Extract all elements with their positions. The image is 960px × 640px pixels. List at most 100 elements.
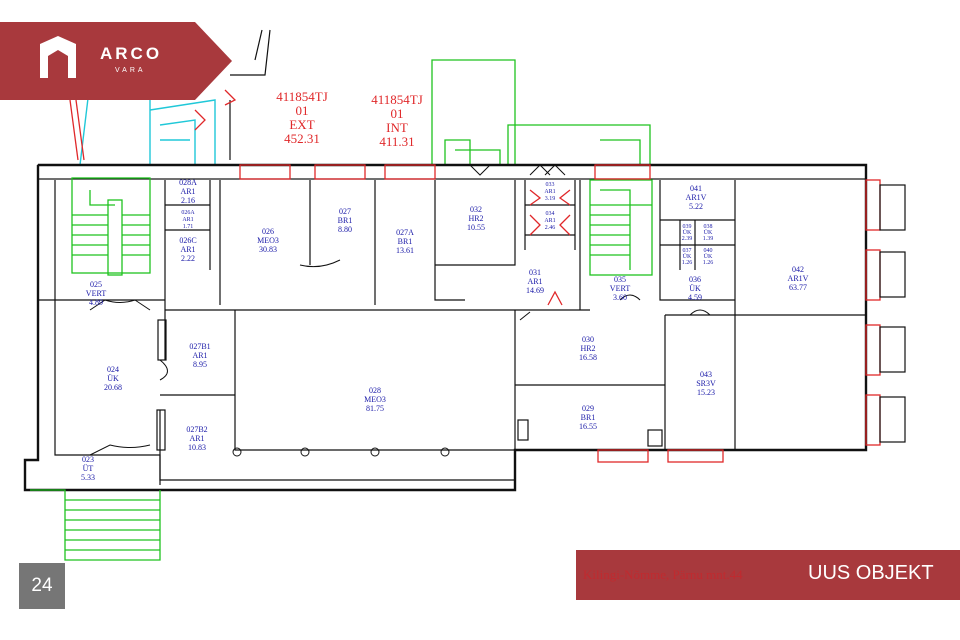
footer-bar xyxy=(576,550,960,600)
room-type: ÜK xyxy=(683,253,692,260)
room-area: 5.33 xyxy=(81,473,95,482)
room-type: ÜK xyxy=(704,229,713,236)
room-id: 028A xyxy=(179,178,197,187)
room-area: 16.55 xyxy=(579,422,597,431)
room-id: 024 xyxy=(107,365,119,374)
room-id: 031 xyxy=(529,268,541,277)
room-type: HR2 xyxy=(468,214,483,223)
room-area: 2.46 xyxy=(545,225,556,231)
brand-logo-banner xyxy=(0,22,232,100)
room-type: ÜK xyxy=(107,374,119,383)
room-type: MEO3 xyxy=(257,236,279,245)
room-id: 027B1 xyxy=(189,342,210,351)
room-area: 3.19 xyxy=(545,196,556,202)
room-id: 026C xyxy=(179,236,196,245)
room-id: 030 xyxy=(582,335,594,344)
room-id: 028 xyxy=(369,386,381,395)
room-area: 16.58 xyxy=(579,353,597,362)
room-type: AR1V xyxy=(686,193,707,202)
room-type: ÜK xyxy=(704,253,713,260)
room-id: 026 xyxy=(262,227,274,236)
footer-title: UUS OBJEKT xyxy=(808,562,934,584)
room-type: AR1 xyxy=(182,217,193,223)
room-type: AR1 xyxy=(189,434,204,443)
footer-address: Kilingi-Nõmme, Pärnu mnt.44 xyxy=(583,567,743,582)
room-area: 1.71 xyxy=(183,224,194,230)
room-type: SR3V xyxy=(696,379,716,388)
room-area: 2.16 xyxy=(181,196,195,205)
room-area: 10.55 xyxy=(467,223,485,232)
room-id: 036 xyxy=(689,275,701,284)
outer-walls xyxy=(23,163,868,492)
room-id: 027 xyxy=(339,207,351,216)
room-type: BR1 xyxy=(398,237,413,246)
room-type: HR2 xyxy=(580,344,595,353)
plot-label-line: EXT xyxy=(289,117,314,132)
room-type: AR1 xyxy=(192,351,207,360)
plot-label-line: 01 xyxy=(296,103,309,118)
plot-label-line: 452.31 xyxy=(284,131,320,146)
room-area: 30.83 xyxy=(259,245,277,254)
room-type: ÜT xyxy=(83,464,94,473)
room-type: ÜK xyxy=(689,284,701,293)
room-area: 10.83 xyxy=(188,443,206,452)
brand-name: ARCO xyxy=(100,44,163,63)
room-area: 3.60 xyxy=(613,293,627,302)
room-type: AR1V xyxy=(788,274,809,283)
plot-label-line: 411854TJ xyxy=(276,89,328,104)
room-type: AR1 xyxy=(527,277,542,286)
room-id: 033 xyxy=(546,182,555,188)
room-area: 2.39 xyxy=(682,236,693,242)
room-id: 042 xyxy=(792,265,804,274)
room-id: 043 xyxy=(700,370,712,379)
stairs-left xyxy=(71,177,151,276)
room-area: 15.23 xyxy=(697,388,715,397)
neighbour-building xyxy=(69,29,271,166)
room-area: 8.95 xyxy=(193,360,207,369)
room-id: 035 xyxy=(614,275,626,284)
green-outline-top xyxy=(431,59,651,165)
plot-label-line: 411854TJ xyxy=(371,92,423,107)
room-area: 63.77 xyxy=(789,283,807,292)
plot-label-ext: 411854TJ 01 EXT 452.31 xyxy=(276,89,328,146)
room-id: 026A xyxy=(181,210,195,216)
room-type: ÜK xyxy=(683,229,692,236)
room-type: AR1 xyxy=(180,187,195,196)
plot-label-line: 01 xyxy=(391,106,404,121)
room-id: 040 xyxy=(704,248,713,254)
room-id: 039 xyxy=(683,224,692,230)
room-type: AR1 xyxy=(544,218,555,224)
room-area: 1.26 xyxy=(682,260,693,266)
stairs-right xyxy=(589,179,653,276)
room-id: 034 xyxy=(546,211,555,217)
room-type: VERT xyxy=(610,284,631,293)
room-area: 20.68 xyxy=(104,383,122,392)
room-area: 2.22 xyxy=(181,254,195,263)
windows xyxy=(194,89,906,463)
room-type: MEO3 xyxy=(364,395,386,404)
room-id: 038 xyxy=(704,224,713,230)
stairs-entrance xyxy=(30,489,161,561)
room-type: BR1 xyxy=(338,216,353,225)
plot-label-int: 411854TJ 01 INT 411.31 xyxy=(371,92,423,149)
room-id: 032 xyxy=(470,205,482,214)
plot-label-line: INT xyxy=(386,120,408,135)
